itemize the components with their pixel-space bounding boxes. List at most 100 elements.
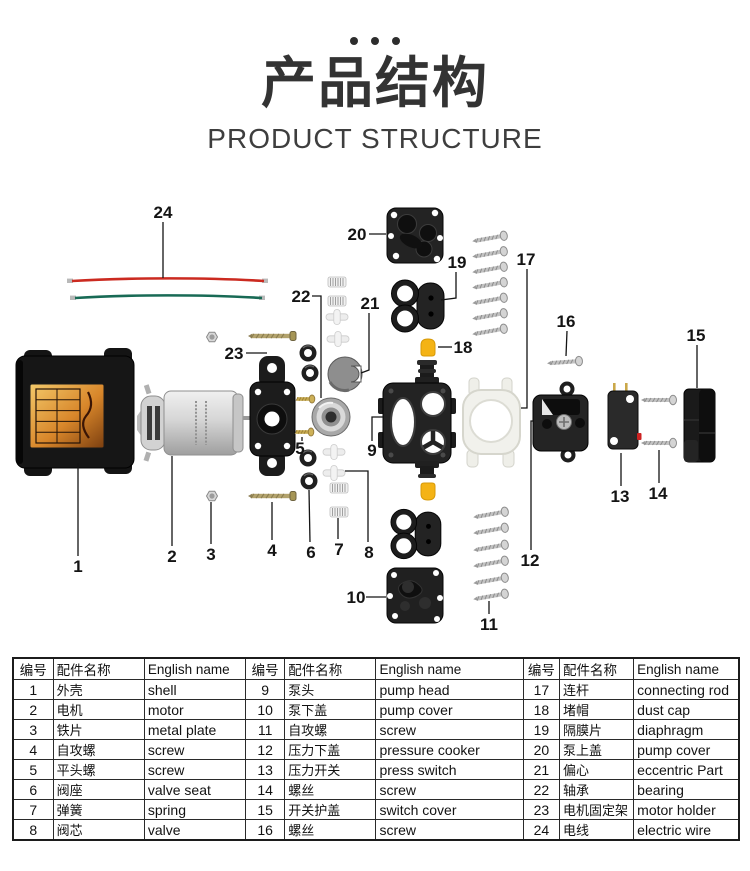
part-label-22: 22 [292,287,311,306]
leader-line-16 [565,330,568,357]
part-valve-3 [322,444,346,460]
part-label-15: 15 [687,326,706,345]
part-number-cell: 16 [245,819,286,841]
part-name-en-cell: pressure cooker [375,739,524,760]
part-name-en-cell: pump cover [375,699,524,720]
column-header: 配件名称 [52,657,145,680]
part-label-16: 16 [557,312,576,331]
part-name-cn-cell: 弹簧 [52,799,145,820]
part-name-en-cell: connecting rod [633,679,740,700]
part-number-cell: 8 [12,819,54,841]
part-label-18: 18 [454,338,473,357]
part-label-7: 7 [334,540,343,559]
part-label-8: 8 [364,543,373,562]
part-spring-3 [329,482,349,494]
part-name-cn-cell: 电线 [558,819,635,841]
part-name-en-cell: valve [143,819,247,841]
part-name-cn-cell: 螺丝 [284,819,377,841]
part-motor [137,384,258,462]
part-name-cn-cell: 轴承 [558,779,635,800]
part-name-en-cell: metal plate [143,719,247,740]
part-name-cn-cell: 隔膜片 [558,719,635,740]
part-name-en-cell: screw [143,759,247,780]
part-number-cell: 11 [245,719,286,740]
part-number-cell: 12 [245,739,286,760]
part-name-cn-cell: 铁片 [52,719,145,740]
part-name-cn-cell: 外壳 [52,679,145,700]
leader-line-8 [345,470,369,542]
column-header: English name [375,657,524,680]
part-flat-screw-2 [294,427,315,437]
part-name-cn-cell: 偏心 [558,759,635,780]
part-name-en-cell: motor [143,699,247,720]
part-number-cell: 20 [522,739,560,760]
part-label-20: 20 [348,225,367,244]
part-name-en-cell: bearing [633,779,740,800]
part-pump-top-cover [386,207,444,264]
column-header: English name [143,657,247,680]
part-label-14: 14 [649,484,668,503]
part-metal-nut-top [206,331,218,343]
part-number-cell: 6 [12,779,54,800]
part-number-cell: 21 [522,759,560,780]
leader-line-22 [312,295,322,398]
part-pressure-cover [532,381,589,463]
part-label-6: 6 [306,543,315,562]
part-connecting-rod [462,377,521,468]
part-screw-14b [640,437,677,449]
part-press-switch [607,383,642,450]
column-header: 编号 [245,657,286,680]
part-diaphragm [391,279,445,333]
part-label-4: 4 [267,541,277,560]
part-valve-1 [325,309,349,325]
part-name-cn-cell: 堵帽 [558,699,635,720]
part-screw-column-top [470,230,509,340]
part-name-cn-cell: 螺丝 [284,779,377,800]
leader-line-21 [360,313,370,374]
part-number-cell: 15 [245,799,286,820]
part-name-cn-cell: 电机固定架 [558,799,635,820]
part-long-screw-bottom [247,491,297,501]
part-number-cell: 23 [522,799,560,820]
page-title: 产品结构 [260,52,489,114]
part-label-17: 17 [517,250,536,269]
part-name-cn-cell: 泵头 [284,679,377,700]
column-header: English name [633,657,740,680]
part-number-cell: 18 [522,699,560,720]
part-number-cell: 7 [12,799,54,820]
page-subtitle: PRODUCT STRUCTURE [207,123,543,154]
part-label-2: 2 [167,547,176,566]
part-number-cell: 13 [245,759,286,780]
part-name-cn-cell: 平头螺 [52,759,145,780]
part-pump-head [378,360,456,478]
part-eccentric [327,356,363,393]
part-number-cell: 3 [12,719,54,740]
part-number-cell: 14 [245,779,286,800]
part-label-9: 9 [367,441,376,460]
part-screw-14a [640,394,677,406]
part-name-en-cell: shell [143,679,247,700]
part-number-cell: 10 [245,699,286,720]
column-header: 编号 [12,657,54,680]
part-number-cell: 5 [12,759,54,780]
part-label-10: 10 [347,588,366,607]
part-number-cell: 19 [522,719,560,740]
leader-line-6 [308,489,311,543]
part-screw-16 [546,355,584,369]
part-label-1: 1 [73,557,82,576]
part-label-24: 24 [154,203,173,222]
part-motor-holder [249,356,296,476]
part-switch-cover [683,388,716,463]
part-flat-screw-1 [295,394,316,404]
part-spring-1 [327,276,347,288]
part-name-cn-cell: 连杆 [558,679,635,700]
leader-line-12 [530,420,533,550]
part-dust-cap-top [420,338,436,357]
